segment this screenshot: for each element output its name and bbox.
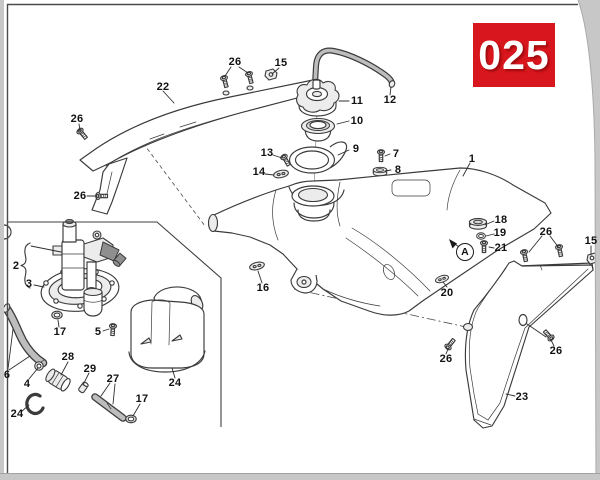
pad-14 <box>272 168 290 180</box>
scan-edge-right <box>577 0 600 480</box>
screw-7 <box>376 149 386 163</box>
oring-17-upper <box>51 310 63 320</box>
hose-27 <box>91 393 127 422</box>
page-number-badge: 025 <box>473 23 555 87</box>
pad-16 <box>248 260 266 272</box>
scan-edge-left <box>0 0 4 480</box>
scan-edge-bottom <box>0 473 600 480</box>
washer-19 <box>476 232 486 240</box>
brace-2 <box>20 242 31 289</box>
side-panel-23 <box>462 260 594 429</box>
screw-26-top-right <box>244 70 256 85</box>
grommet-18 <box>468 218 488 230</box>
leader-lines <box>7 66 592 417</box>
screw-5 <box>108 322 118 337</box>
screw-26-panel-top-left <box>519 248 530 263</box>
c-clip-24 <box>25 392 45 416</box>
fuel-pump-assembly-2 <box>20 219 127 317</box>
vent-hose-12 <box>312 47 396 88</box>
screw-26-panel-top-right <box>554 243 565 258</box>
inset-border <box>7 221 222 427</box>
grommet-8 <box>372 166 388 177</box>
canister-24 <box>128 286 206 373</box>
fuel-tank-1 <box>207 167 552 316</box>
oring-17-lower <box>125 414 137 424</box>
screw-26-top-left <box>219 74 231 89</box>
screw-26-left <box>75 126 90 142</box>
clip-15-top <box>264 68 278 81</box>
screw-26-panel-lower-left <box>443 336 458 352</box>
clamp-4 <box>34 359 45 371</box>
filler-gasket-10 <box>300 117 336 142</box>
fuel-hose-6 <box>2 303 48 368</box>
fuel-filter-28 <box>45 368 71 392</box>
page-frame <box>6 3 578 473</box>
page-number-text: 025 <box>478 31 550 78</box>
fuel-cap-11 <box>296 78 340 117</box>
splash-guard-9 <box>288 141 348 174</box>
shroud-panel-22 <box>79 79 315 215</box>
